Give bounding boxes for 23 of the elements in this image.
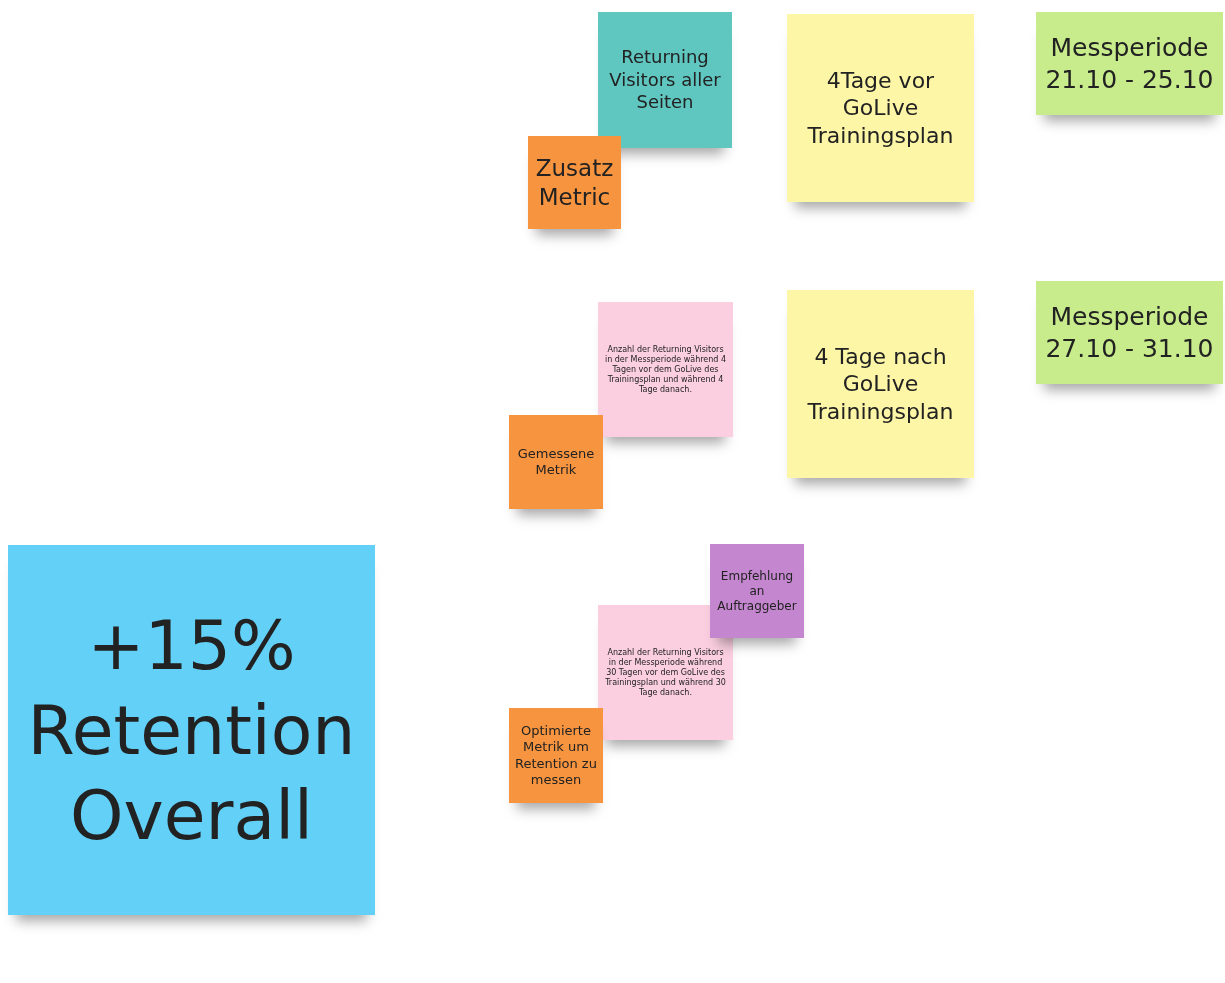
sticky-note <box>1036 12 1223 115</box>
note-text: Messperiode 21.10 - 25.10 <box>1044 32 1215 95</box>
sticky-note <box>509 708 603 803</box>
note-text: Zusatz Metric <box>534 153 615 212</box>
sticky-note <box>1036 281 1223 384</box>
sticky-note <box>787 14 974 202</box>
note-text: Anzahl der Returning Visitors in der Messperiode während 30 Tagen vor dem GoLive des Trainingsplan und während 30 Tage danach. <box>604 647 727 698</box>
sticky-note <box>598 12 732 148</box>
sticky-note <box>8 545 375 915</box>
sticky-note <box>528 136 621 229</box>
note-text: Empfehlung an Auftraggeber <box>716 568 798 614</box>
note-text: 4 Tage nach GoLive Trainingsplan <box>806 342 955 426</box>
sticky-note <box>787 290 974 478</box>
note-text: Anzahl der Returning Visitors in der Messperiode während 4 Tagen vor dem GoLive des Trainingsplan und während 4 Tage danach. <box>604 344 727 395</box>
sticky-note <box>509 415 603 509</box>
note-text: Optimierte Metrik um Retention zu messen <box>515 723 597 788</box>
note-text: 4Tage vor GoLive Trainingsplan <box>806 66 955 150</box>
sticky-note <box>710 544 804 638</box>
note-text: Returning Visitors aller Seiten <box>608 46 722 114</box>
note-text: Gemessene Metrik <box>516 445 596 479</box>
note-text: +15% Retention Overall <box>26 604 357 857</box>
sticky-note <box>598 302 733 437</box>
note-text: Messperiode 27.10 - 31.10 <box>1044 301 1215 364</box>
